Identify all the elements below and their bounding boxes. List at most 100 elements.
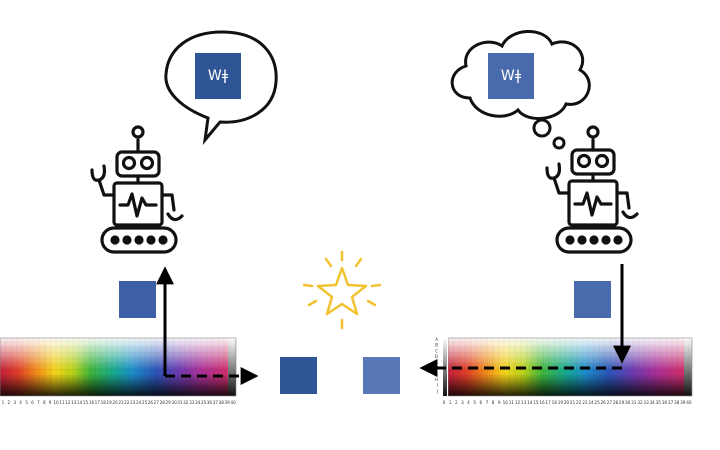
palette-tick-label: 30 xyxy=(171,400,177,405)
speaker-target-chip xyxy=(119,281,156,318)
palette-tick-label: 24 xyxy=(136,400,142,405)
palette-tick-label: 13 xyxy=(71,400,77,405)
palette-tick-label: 12 xyxy=(515,400,521,405)
palette-row-label: E xyxy=(435,360,438,365)
listener-flow-arrow xyxy=(419,264,631,377)
palette-tick-label: 33 xyxy=(643,400,649,405)
comparison-guess-chip xyxy=(363,357,400,394)
palette-row-label: H xyxy=(435,377,438,382)
palette-tick-label: 39 xyxy=(225,400,231,405)
palette-tick-label: 15 xyxy=(533,400,539,405)
palette-tick-label: 18 xyxy=(552,400,558,405)
palette-tick-label: 40 xyxy=(230,400,236,405)
palette-tick-label: 11 xyxy=(59,400,65,405)
palette-tick-label: 8 xyxy=(43,400,46,405)
palette-tick-label: 36 xyxy=(662,400,668,405)
palette-tick-label: 8 xyxy=(492,400,495,405)
palette-tick-label: 3 xyxy=(461,400,464,405)
palette-tick-label: 5 xyxy=(473,400,476,405)
palette-tick-label: 20 xyxy=(112,400,118,405)
palette-row-label: A xyxy=(435,337,438,342)
palette-tick-label: 38 xyxy=(674,400,680,405)
palette-tick-label: 20 xyxy=(564,400,570,405)
palette-tick-label: 10 xyxy=(503,400,509,405)
palette-tick-label: 7 xyxy=(37,400,40,405)
palette-tick-label: 15 xyxy=(83,400,89,405)
palette-tick-label: 9 xyxy=(498,400,501,405)
palette-tick-label: 12 xyxy=(65,400,71,405)
palette-tick-label: 4 xyxy=(467,400,470,405)
palette-tick-label: 35 xyxy=(201,400,207,405)
palette-tick-label: 23 xyxy=(130,400,136,405)
comparison-target-chip xyxy=(280,357,317,394)
palette-tick-label: 14 xyxy=(527,400,533,405)
palette-tick-label: 14 xyxy=(77,400,83,405)
palette-tick-label: 38 xyxy=(219,400,225,405)
palette-tick-label: 6 xyxy=(31,400,34,405)
palette-tick-label: 4 xyxy=(19,400,22,405)
palette-tick-label: 17 xyxy=(545,400,551,405)
palette-tick-label: 34 xyxy=(650,400,656,405)
palette-tick-label: 10 xyxy=(53,400,59,405)
listener-word-label: Wǂ xyxy=(501,68,522,84)
palette-tick-label: 35 xyxy=(656,400,662,405)
palette-tick-label: 37 xyxy=(668,400,674,405)
success-star-icon xyxy=(302,250,382,330)
palette-row-label: J xyxy=(436,388,438,393)
palette-tick-label: 22 xyxy=(124,400,130,405)
palette-tick-label: 26 xyxy=(148,400,154,405)
palette-tick-label: 31 xyxy=(631,400,637,405)
palette-row-label: D xyxy=(435,354,438,359)
palette-row-label: G xyxy=(435,371,438,376)
palette-tick-label: 37 xyxy=(213,400,219,405)
listener-guess-chip xyxy=(574,281,611,318)
palette-tick-label: 33 xyxy=(189,400,195,405)
speaker-color-chip xyxy=(195,53,241,99)
palette-row-label: C xyxy=(435,348,438,353)
palette-tick-label: 32 xyxy=(183,400,189,405)
palette-tick-label: 0 xyxy=(443,400,446,405)
palette-tick-label: 40 xyxy=(686,400,692,405)
palette-tick-label: 1 xyxy=(2,400,5,405)
speaker-robot xyxy=(90,125,184,254)
palette-tick-label: 2 xyxy=(455,400,458,405)
palette-tick-label: 1 xyxy=(449,400,452,405)
palette-tick-label: 21 xyxy=(118,400,124,405)
palette-tick-label: 16 xyxy=(89,400,95,405)
speaker-word-label: Wǂ xyxy=(208,68,229,84)
palette-tick-label: 27 xyxy=(607,400,613,405)
palette-tick-label: 18 xyxy=(101,400,107,405)
palette-tick-label: 2 xyxy=(7,400,10,405)
palette-tick-label: 31 xyxy=(177,400,183,405)
palette-tick-label: 36 xyxy=(207,400,213,405)
palette-tick-label: 28 xyxy=(160,400,166,405)
palette-tick-label: 25 xyxy=(142,400,148,405)
palette-tick-label: 13 xyxy=(521,400,527,405)
palette-tick-label: 23 xyxy=(582,400,588,405)
palette-tick-label: 17 xyxy=(95,400,101,405)
listener-robot xyxy=(545,125,639,254)
palette-tick-label: 32 xyxy=(637,400,643,405)
speaker-flow-arrow xyxy=(156,266,259,385)
palette-tick-label: 6 xyxy=(479,400,482,405)
palette-row-label: B xyxy=(435,343,438,348)
palette-tick-label: 28 xyxy=(613,400,619,405)
palette-tick-label: 16 xyxy=(539,400,545,405)
palette-tick-label: 39 xyxy=(680,400,686,405)
palette-tick-label: 34 xyxy=(195,400,201,405)
palette-tick-label: 7 xyxy=(486,400,489,405)
palette-tick-label: 29 xyxy=(166,400,172,405)
palette-tick-label: 26 xyxy=(601,400,607,405)
palette-tick-label: 9 xyxy=(49,400,52,405)
palette-tick-label: 30 xyxy=(625,400,631,405)
listener-color-chip xyxy=(488,53,534,99)
palette-tick-label: 22 xyxy=(576,400,582,405)
palette-tick-label: 11 xyxy=(509,400,515,405)
palette-tick-label: 19 xyxy=(558,400,564,405)
palette-tick-label: 19 xyxy=(107,400,113,405)
speaker-speech-bubble: Wǂ xyxy=(164,30,278,145)
